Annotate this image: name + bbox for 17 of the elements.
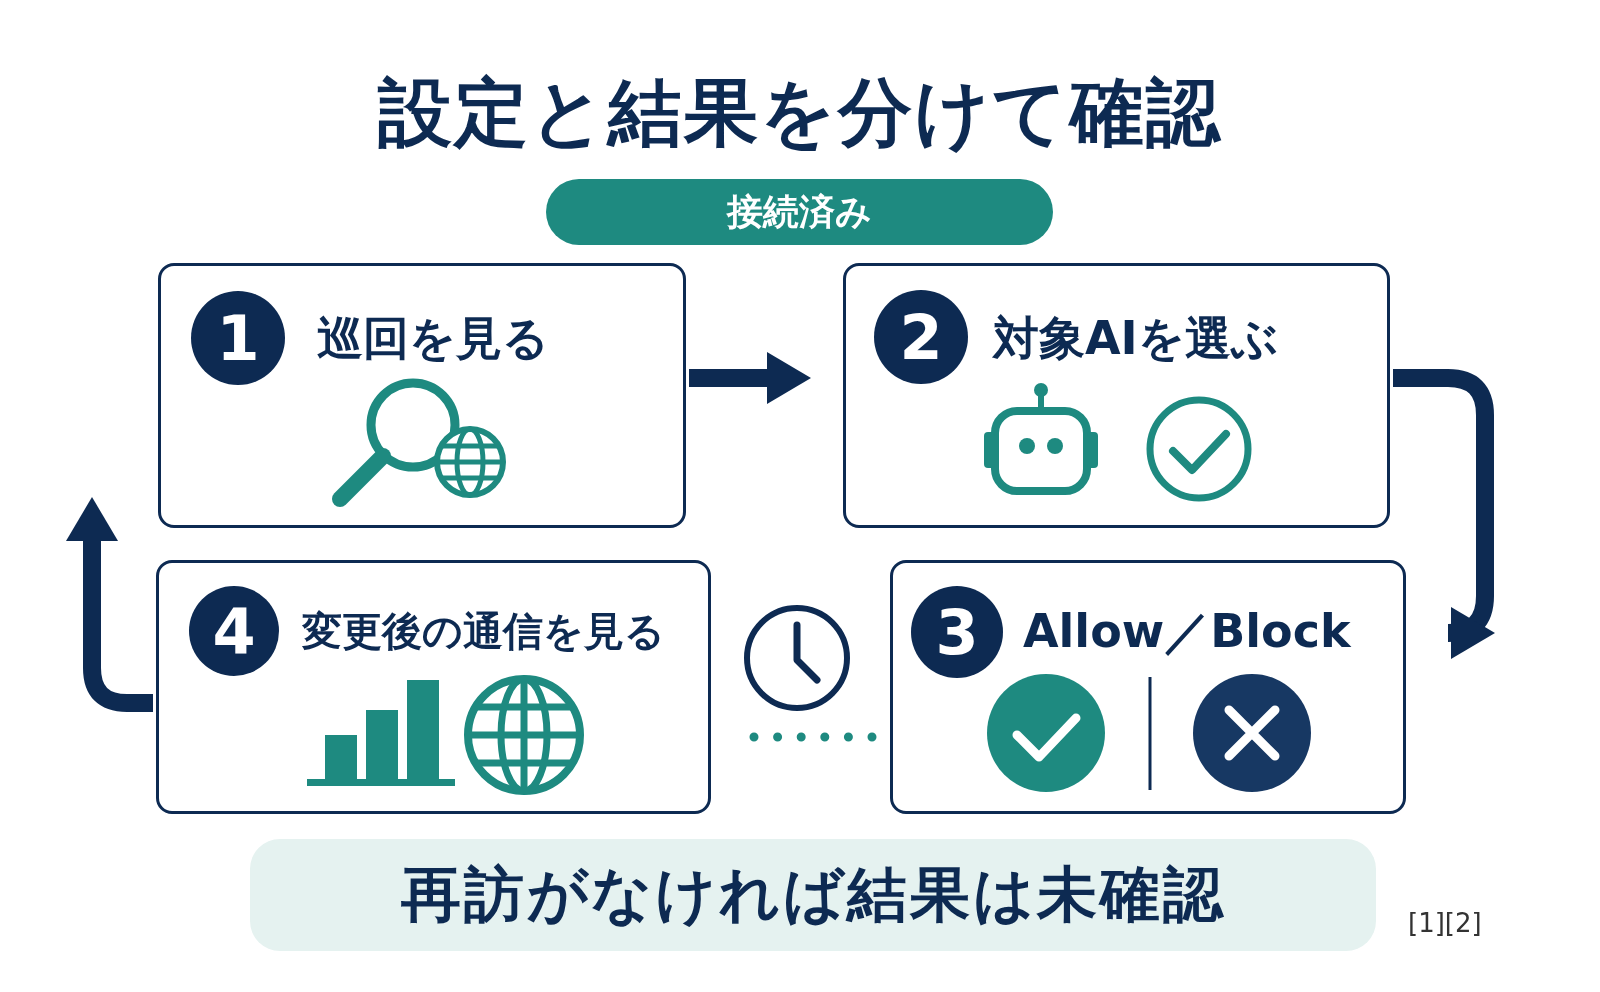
step-box: [156, 560, 711, 814]
step-title: 変更後の通信を見る: [302, 607, 665, 656]
step-box: [158, 263, 686, 528]
step-number-badge: 4: [189, 586, 279, 676]
reference-note: [1][2]: [1408, 908, 1482, 938]
title: 設定と結果を分けて確認: [376, 68, 1223, 157]
step-title: Allow／Block: [1023, 603, 1351, 659]
step-number-badge: 2: [874, 290, 968, 384]
step-title: 巡回を見る: [317, 310, 549, 366]
step-number-badge: 1: [191, 291, 285, 385]
step-title: 対象AIを選ぶ: [993, 310, 1278, 366]
status-pill: 接続済み: [546, 179, 1053, 245]
arrow: [689, 352, 811, 404]
step-number-badge: 3: [911, 586, 1003, 678]
step-box: [843, 263, 1390, 528]
note-banner: 再訪がなければ結果は未確認: [250, 839, 1376, 951]
arrow: [1393, 369, 1495, 659]
